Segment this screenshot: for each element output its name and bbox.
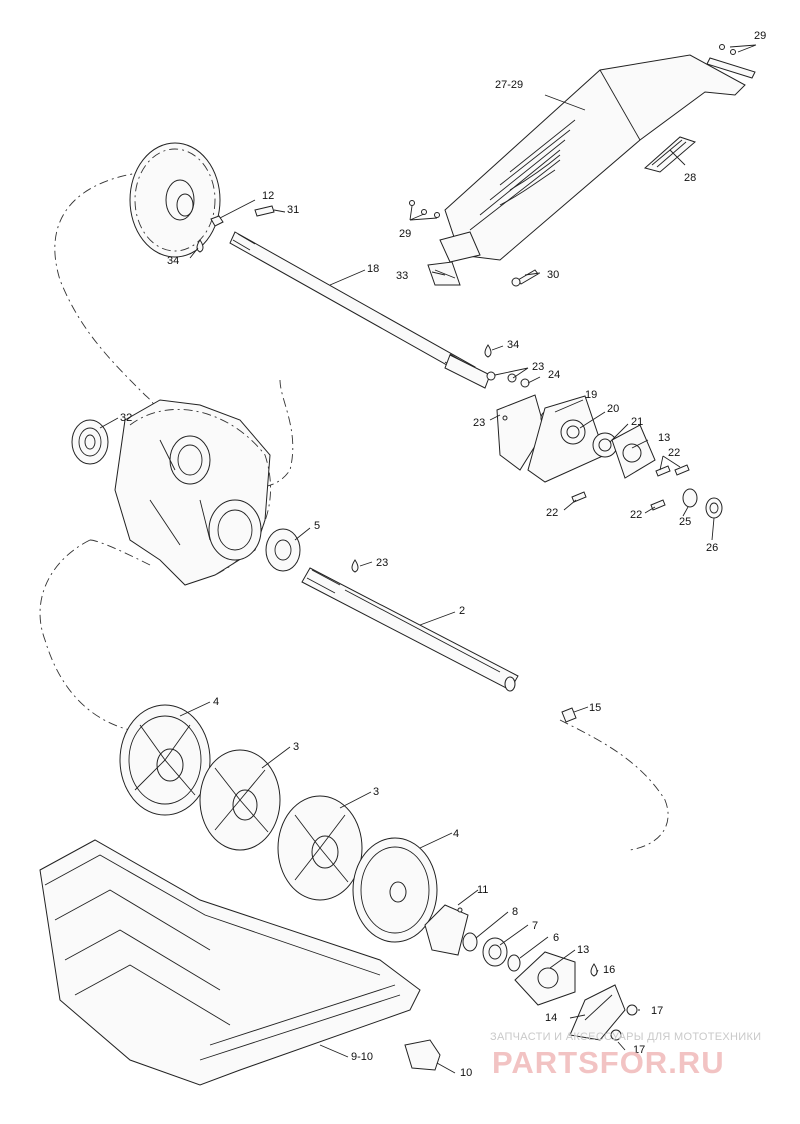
- upper-chaincase-outline: [54, 171, 294, 488]
- leader-lines: [99, 44, 757, 1074]
- nuts-17: [610, 1004, 638, 1041]
- callout-9-10: 9-10: [351, 1051, 373, 1063]
- callout-22-bottom: 22: [546, 507, 558, 519]
- cover-14: [569, 984, 626, 1041]
- sprocket-3-right: [277, 795, 363, 901]
- ring-26: [705, 497, 723, 519]
- callout-31: 31: [287, 204, 299, 216]
- chaincase-housing: [114, 399, 271, 586]
- rivet-29-top: [706, 44, 756, 79]
- callout-17-bottom: 17: [633, 1044, 645, 1056]
- lower-driveshaft-outline: [39, 539, 669, 851]
- callout-21: 21: [631, 416, 643, 428]
- callout-27-29: 27-29: [495, 79, 523, 91]
- screw-30: [511, 269, 539, 287]
- callout-6: 6: [553, 932, 559, 944]
- decal-28: [643, 136, 696, 173]
- bolts-22: [571, 464, 690, 511]
- washers-23-24: [486, 371, 530, 388]
- callout-29-top: 29: [754, 30, 766, 42]
- callout-28: 28: [684, 172, 696, 184]
- bearing-plate-11: [424, 904, 469, 956]
- seal-25: [682, 488, 698, 508]
- callout-3-right: 3: [373, 786, 379, 798]
- housing-13-bottom: [514, 951, 576, 1006]
- spacer-8: [462, 932, 478, 952]
- grease-16: [590, 963, 598, 977]
- clip-10: [404, 1039, 441, 1071]
- sprocket-4-right: [352, 837, 438, 943]
- grease-34-top: [196, 239, 204, 253]
- key-31: [254, 205, 275, 217]
- callout-34-shaft: 34: [507, 339, 519, 351]
- watermark: ЗАПЧАСТИ И АКСЕССУАРЫ ДЛЯ МОТОТЕХНИКИ PA…: [490, 1031, 761, 1080]
- callout-34-left: 34: [167, 255, 179, 267]
- callout-5: 5: [314, 520, 320, 532]
- callout-15: 15: [589, 702, 601, 714]
- grease-23-shaft: [351, 559, 359, 573]
- callout-10: 10: [460, 1067, 472, 1079]
- callout-8: 8: [512, 906, 518, 918]
- callout-19: 19: [585, 389, 597, 401]
- callout-13-bottom: 13: [577, 944, 589, 956]
- bearing-32: [71, 419, 109, 465]
- track-9-10: [39, 839, 421, 1086]
- plug-15: [561, 707, 577, 723]
- grease-34-mid: [484, 344, 492, 358]
- callout-23-left: 23: [473, 417, 485, 429]
- callout-20: 20: [607, 403, 619, 415]
- drive-shaft-2: [301, 567, 519, 692]
- callout-16: 16: [603, 964, 615, 976]
- callout-18: 18: [367, 263, 379, 275]
- callout-17-top: 17: [651, 1005, 663, 1017]
- callout-labels: 29 27-29 28 29 30 33 12 31 34 18 34 23 2…: [120, 30, 766, 1079]
- callout-4-left: 4: [213, 696, 219, 708]
- nut-12: [210, 215, 224, 227]
- callout-2: 2: [459, 605, 465, 617]
- callout-23-shaft: 23: [376, 557, 388, 569]
- bearing-7: [482, 937, 508, 967]
- watermark-tagline: ЗАПЧАСТИ И АКСЕССУАРЫ ДЛЯ МОТОТЕХНИКИ: [490, 1031, 761, 1043]
- bearing-20: [527, 395, 606, 483]
- spacer-5: [265, 528, 301, 572]
- top-sprocket-disc: [129, 142, 221, 258]
- seal-6: [507, 954, 521, 972]
- callout-14: 14: [545, 1012, 557, 1024]
- callout-12: 12: [262, 190, 274, 202]
- callout-13-top: 13: [658, 432, 670, 444]
- callout-22-right: 22: [668, 447, 680, 459]
- callout-30: 30: [547, 269, 559, 281]
- callout-32: 32: [120, 412, 132, 424]
- watermark-logo: PARTSFOR.RU: [492, 1045, 725, 1080]
- callout-4-right: 4: [453, 828, 459, 840]
- clip-33: [427, 261, 461, 286]
- callout-24: 24: [548, 369, 560, 381]
- sprocket-4-left: [119, 704, 211, 816]
- rivets-29-left: [409, 200, 440, 218]
- callout-7: 7: [532, 920, 538, 932]
- chaincase-guard: [439, 54, 746, 263]
- callout-3-left: 3: [293, 741, 299, 753]
- callout-29-left: 29: [399, 228, 411, 240]
- housing-13-top: [611, 424, 656, 479]
- callout-33: 33: [396, 270, 408, 282]
- upper-shaft-18: [229, 231, 491, 389]
- callout-22-mid: 22: [630, 509, 642, 521]
- callout-11: 11: [477, 884, 488, 896]
- callout-25: 25: [679, 516, 691, 528]
- callout-23-top: 23: [532, 361, 544, 373]
- callout-26: 26: [706, 542, 718, 554]
- sprocket-3-left: [199, 749, 281, 851]
